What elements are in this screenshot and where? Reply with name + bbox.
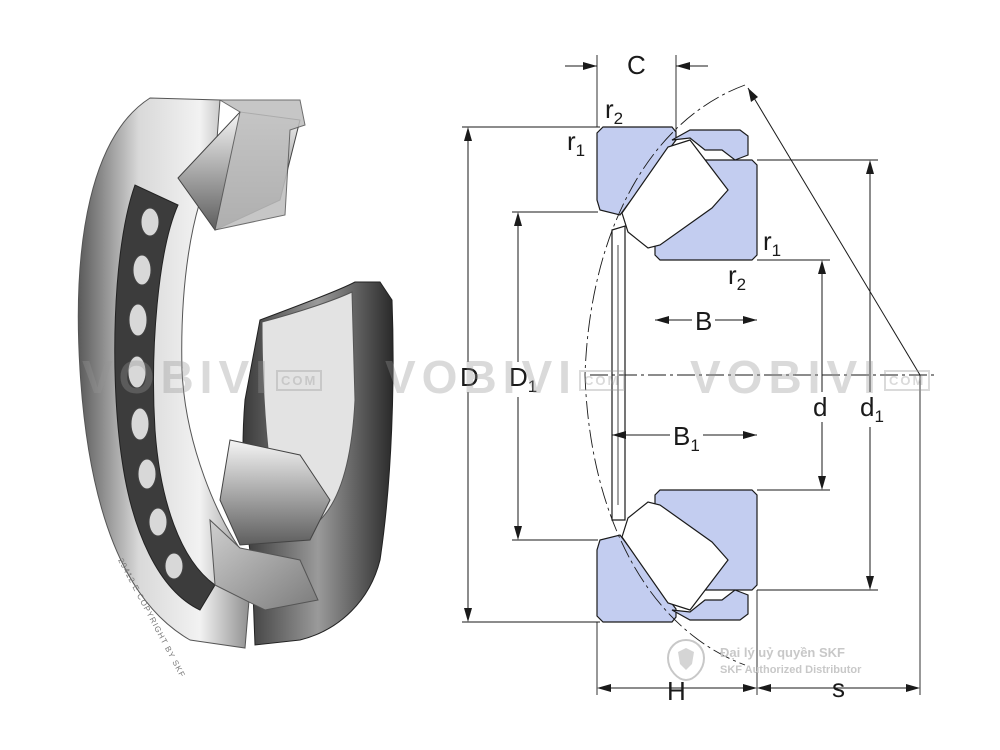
label-H: H xyxy=(667,676,686,706)
label-r1-top: r1 xyxy=(567,126,586,160)
housing-raceway xyxy=(114,184,216,611)
label-r2-top: r2 xyxy=(605,94,624,128)
top-shaft-washer xyxy=(214,99,306,231)
roller-top xyxy=(621,139,729,249)
distributor-badge: Đại lý uỷ quyền SKF SKF Authorized Distr… xyxy=(720,645,861,676)
lower-cage xyxy=(209,518,319,611)
sphere-arc xyxy=(584,84,746,666)
label-d1: d1 xyxy=(858,392,886,427)
cage-bottom xyxy=(671,589,749,621)
label-B1: B1 xyxy=(670,423,703,454)
housing-washer-bottom xyxy=(596,534,677,623)
housing-washer-top xyxy=(596,126,677,216)
arrowheads xyxy=(464,62,920,692)
label-d: d xyxy=(810,392,831,422)
label-D1: D1 xyxy=(507,362,540,397)
roller-bottom xyxy=(621,501,729,611)
label-D: D xyxy=(458,362,481,392)
radius-line xyxy=(747,87,921,376)
roller-ends xyxy=(127,207,184,580)
bottom-roller xyxy=(219,439,331,546)
cage-top xyxy=(671,129,749,161)
skf-lion-icon xyxy=(666,638,706,682)
distributor-line-2: SKF Authorized Distributor xyxy=(720,664,862,676)
cage-sleeve xyxy=(611,225,626,521)
label-r2-right: r2 xyxy=(728,260,747,294)
label-s: s xyxy=(832,673,845,703)
cross-section-drawing xyxy=(462,55,935,695)
distributor-line-1: Đại lý uỷ quyền SKF xyxy=(720,645,845,660)
label-C: C xyxy=(627,50,646,80)
label-B: B xyxy=(692,308,716,334)
housing-washer xyxy=(77,97,253,649)
label-r1-right: r1 xyxy=(763,226,782,260)
